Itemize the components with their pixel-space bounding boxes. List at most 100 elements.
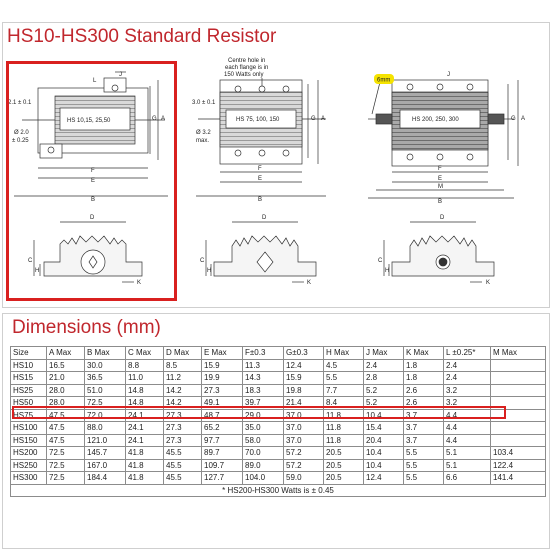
table-cell: 14.2	[163, 383, 202, 397]
table-cell: 8.4	[323, 396, 364, 410]
table-cell: 2.8	[363, 371, 404, 385]
table-cell: 5.5	[403, 471, 444, 485]
dim-label-f: F	[91, 168, 95, 174]
table-cell: 5.2	[363, 383, 404, 397]
badge-6mm	[374, 74, 394, 84]
hs200-dim-label-a: A	[521, 116, 525, 122]
table-cell: 4.4	[443, 421, 491, 435]
hs75-dim-label-g: G	[311, 116, 316, 122]
table-cell: 7.7	[323, 383, 364, 397]
hs200-dim-label-g: G	[511, 116, 516, 122]
table-cell: 27.3	[163, 433, 202, 447]
drawing-hs200-300-top	[368, 79, 519, 199]
table-cell: 20.5	[323, 446, 364, 460]
table-cell: 57.2	[283, 446, 324, 460]
table-cell: 2.6	[403, 396, 444, 410]
table-cell: 104.0	[242, 471, 284, 485]
table-cell	[490, 433, 546, 447]
hs75-150-body-label: HS 75, 100, 150	[236, 117, 280, 123]
dim-label-l: L	[93, 78, 97, 84]
table-cell: 4.4	[443, 408, 491, 422]
table-cell: 72.5	[46, 446, 85, 460]
table-cell: 72.5	[46, 458, 85, 472]
hs75-end-label-h: H	[207, 268, 211, 274]
hs75-dim-label-f: F	[258, 166, 262, 172]
table-cell: 18.3	[242, 383, 284, 397]
table-cell: 122.4	[490, 458, 546, 472]
page-title: HS10-HS300 Standard Resistor	[7, 26, 277, 47]
table-cell: 12.4	[283, 358, 324, 372]
table-cell: 121.0	[84, 433, 126, 447]
table-cell: 103.4	[490, 446, 546, 460]
drawing-hs75-150-top	[196, 78, 326, 197]
hs200-dim-label-e: E	[438, 176, 442, 182]
dimensions-table: Size A Max B Max C Max D Max E Max F±0.3…	[10, 346, 546, 497]
hs75-150-note-2: each flange is in	[225, 65, 268, 71]
drawing-hs10-50-top	[14, 71, 168, 197]
col-header: J Max	[363, 346, 404, 360]
table-cell: 11.2	[163, 371, 202, 385]
table-cell-size: HS50	[10, 396, 47, 410]
col-header: K Max	[403, 346, 444, 360]
hs10-50-tol-dia-2: ± 0.25	[12, 138, 29, 144]
table-cell: 10.4	[363, 408, 404, 422]
table-cell: 141.4	[490, 471, 546, 485]
table-cell: 3.2	[443, 396, 491, 410]
table-cell-size: HS300	[10, 471, 47, 485]
dim-label-g: G	[152, 116, 157, 122]
dim-label-a: A	[161, 116, 165, 122]
table-cell: 58.0	[242, 433, 284, 447]
table-cell: 6.6	[443, 471, 491, 485]
hs75-end-label-d: D	[262, 215, 267, 221]
table-cell: 51.0	[84, 383, 126, 397]
table-cell: 37.0	[283, 421, 324, 435]
table-cell: 3.7	[403, 421, 444, 435]
table-cell: 47.5	[46, 433, 85, 447]
hs200-dim-label-j: J	[447, 72, 450, 78]
col-header: C Max	[125, 346, 164, 360]
table-cell: 21.4	[283, 396, 324, 410]
hs200-dim-label-m: M	[438, 184, 443, 190]
col-header: B Max	[84, 346, 126, 360]
table-cell: 59.0	[283, 471, 324, 485]
col-header: L ±0.25*	[443, 346, 491, 360]
table-cell: 127.7	[201, 471, 243, 485]
table-cell	[490, 408, 546, 422]
table-cell-size: HS250	[10, 458, 47, 472]
table-cell: 2.4	[443, 371, 491, 385]
table-cell: 11.3	[242, 358, 284, 372]
hs200-end-label-c: C	[378, 258, 383, 264]
dim-label-j: J	[119, 72, 122, 78]
table-cell: 15.4	[363, 421, 404, 435]
table-cell: 45.5	[163, 446, 202, 460]
col-header: F±0.3	[242, 346, 284, 360]
table-cell: 3.2	[443, 383, 491, 397]
table-cell: 28.0	[46, 383, 85, 397]
table-cell: 28.0	[46, 396, 85, 410]
table-cell: 1.8	[403, 371, 444, 385]
table-cell-size: HS75	[10, 408, 47, 422]
table-cell: 19.8	[283, 383, 324, 397]
table-cell: 30.0	[84, 358, 126, 372]
end-dim-label-h: H	[35, 268, 39, 274]
table-cell: 29.0	[242, 408, 284, 422]
col-header: E Max	[201, 346, 243, 360]
table-cell	[490, 383, 546, 397]
hs75-150-tol-dia-2: max.	[196, 138, 209, 144]
table-cell-size: HS200	[10, 446, 47, 460]
hs75-end-label-k: K	[307, 280, 311, 286]
resistor-drawings: HS 10,15, 25,50 2.1 ± 0.1 Ø 2.0 ± 0.25 F…	[8, 58, 525, 286]
table-footnote: * HS200-HS300 Watts is ± 0.45	[10, 483, 546, 497]
table-cell: 5.5	[323, 371, 364, 385]
table-cell: 8.8	[125, 358, 164, 372]
table-cell: 184.4	[84, 471, 126, 485]
table-cell: 21.0	[46, 371, 85, 385]
table-cell: 12.4	[363, 471, 404, 485]
table-header-row: Size A Max B Max C Max D Max E Max F±0.3…	[10, 346, 546, 360]
table-cell: 2.4	[443, 358, 491, 372]
table-cell: 3.7	[403, 408, 444, 422]
